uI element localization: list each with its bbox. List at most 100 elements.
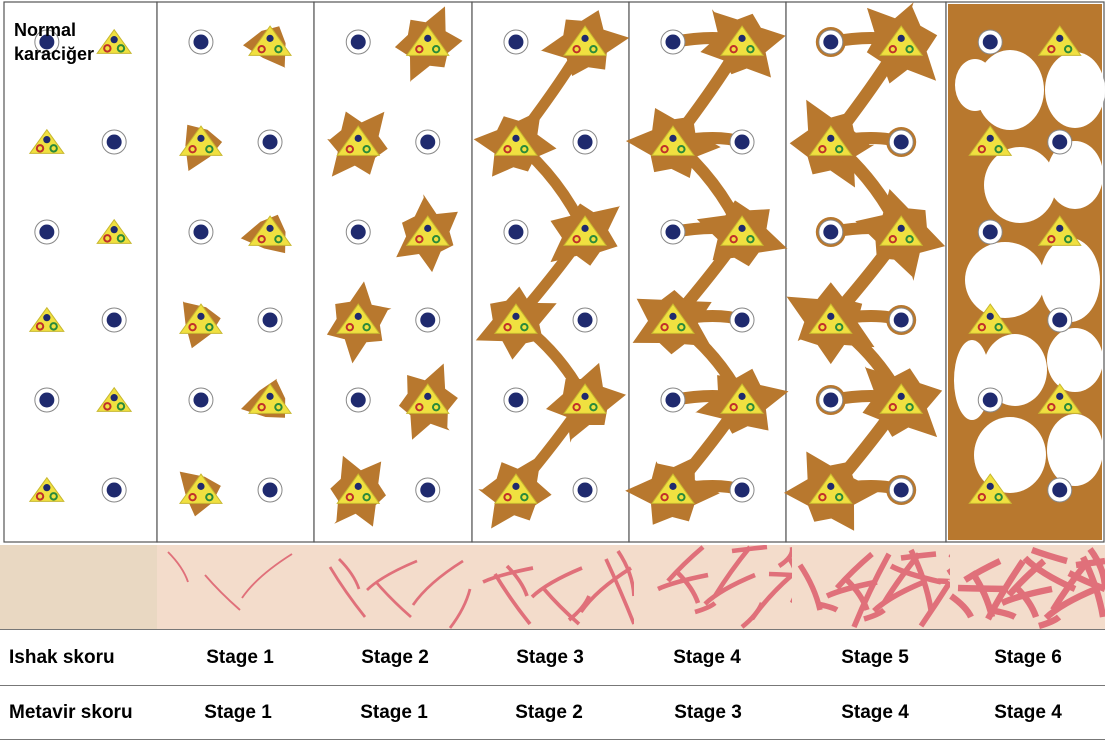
vein-core	[823, 34, 839, 50]
histology-septum	[1043, 586, 1098, 621]
triad-duct-dot	[49, 492, 58, 501]
panel-content	[28, 28, 133, 503]
histology-septum	[567, 595, 591, 622]
central-vein-icon	[415, 307, 441, 333]
triad-vein-dot	[110, 36, 118, 44]
histology-septum	[703, 572, 756, 606]
central-vein-icon	[886, 127, 917, 157]
central-vein-icon	[660, 219, 686, 245]
triad-vein-dot	[354, 134, 362, 142]
central-vein-icon	[503, 29, 529, 55]
triad-vein-dot	[43, 484, 51, 492]
vein-core	[508, 224, 524, 240]
central-vein-icon	[257, 477, 283, 503]
triad-artery-dot	[977, 322, 987, 332]
triad-artery-dot	[503, 322, 512, 332]
triad-duct-dot	[994, 144, 1003, 154]
histology-septum	[957, 584, 1009, 593]
vein-core	[508, 34, 524, 50]
triad-artery-dot	[188, 144, 197, 154]
histology-septum	[1075, 557, 1105, 569]
vein-core	[1052, 134, 1068, 150]
portal-triad-icon	[563, 383, 608, 414]
triad-artery-dot	[257, 44, 266, 54]
panel-content	[473, 10, 630, 529]
portal-triad-icon	[808, 125, 853, 156]
vein-core	[665, 224, 681, 240]
triad-duct-dot	[205, 144, 214, 154]
triad-vein-dot	[738, 34, 746, 42]
triad-vein-dot	[424, 392, 432, 400]
triad-artery-dot	[257, 402, 266, 412]
triad-artery-dot	[660, 492, 669, 502]
triad-duct-dot	[994, 492, 1003, 502]
triad-vein-dot	[581, 224, 589, 232]
ishak-stage-cell: Stage 6	[994, 646, 1062, 668]
central-vein-icon	[1047, 307, 1073, 333]
triad-duct-dot	[905, 234, 914, 244]
triad-duct-dot	[677, 322, 686, 332]
portal-triad-icon	[178, 473, 223, 504]
regenerative-nodule	[983, 334, 1047, 406]
vein-core	[1052, 312, 1068, 328]
vein-core	[350, 34, 366, 50]
histology-septum	[448, 588, 472, 629]
histology-panel	[949, 545, 1105, 629]
triad-vein-dot	[738, 392, 746, 400]
vein-core	[734, 134, 750, 150]
metavir-stage-cell: Stage 2	[515, 701, 583, 723]
histology-septum	[676, 571, 701, 604]
triad-artery-dot	[977, 492, 987, 502]
triad-artery-dot	[188, 492, 197, 502]
panel-p1	[156, 1, 315, 543]
triad-vein-dot	[897, 34, 905, 42]
triad-artery-dot	[818, 322, 827, 332]
triad-artery-dot	[660, 144, 669, 154]
vein-core	[823, 392, 839, 408]
histology-septum	[768, 571, 793, 578]
triad-vein-dot	[738, 224, 746, 232]
histology-septum	[1067, 570, 1105, 592]
triad-vein-dot	[197, 312, 205, 320]
central-vein-icon	[977, 29, 1003, 55]
vein-core	[39, 392, 55, 408]
triad-duct-dot	[589, 44, 598, 54]
histology-septum	[167, 551, 189, 583]
vein-core	[420, 312, 436, 328]
histology-septum	[530, 566, 583, 599]
central-vein-icon	[34, 29, 60, 55]
histology-background	[474, 545, 634, 629]
triad-vein-dot	[43, 136, 51, 144]
triad-artery-dot	[415, 234, 424, 244]
central-vein-icon	[34, 387, 60, 413]
regenerative-nodule	[1040, 238, 1100, 322]
vein-core	[982, 392, 998, 408]
portal-triad-icon	[28, 476, 65, 502]
panel-p2	[313, 1, 473, 543]
portal-triad-icon	[879, 383, 924, 414]
triad-vein-dot	[110, 226, 118, 234]
central-vein-icon	[729, 129, 755, 155]
triad-duct-dot	[520, 322, 529, 332]
normal-liver-title: Normal karaciğer	[14, 18, 94, 66]
triad-duct-dot	[49, 144, 58, 153]
central-vein-icon	[257, 307, 283, 333]
portal-triad-icon	[96, 218, 133, 244]
triad-duct-dot	[746, 44, 755, 54]
portal-triad-icon	[720, 215, 765, 246]
vein-core	[262, 482, 278, 498]
central-vein-icon	[188, 219, 214, 245]
vein-core	[893, 312, 909, 328]
histology-septum	[1013, 584, 1040, 619]
triad-duct-dot	[520, 492, 529, 502]
triad-vein-dot	[424, 224, 432, 232]
histology-septum	[204, 574, 241, 611]
vein-core	[106, 482, 122, 498]
histology-septum	[694, 601, 717, 615]
histology-septum	[1000, 585, 1053, 606]
histology-septum	[816, 601, 839, 613]
triad-vein-dot	[1056, 392, 1064, 400]
histology-panel	[474, 545, 636, 629]
histology-septum	[374, 581, 412, 619]
triad-vein-dot	[897, 392, 905, 400]
